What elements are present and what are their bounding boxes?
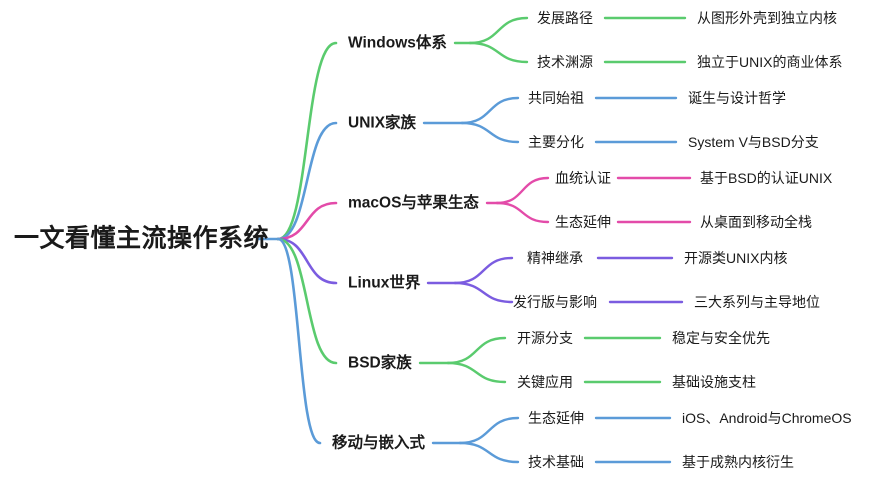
sub-link-1-0 [460, 96, 520, 125]
branch-topic[interactable]: BSD家族 [348, 354, 412, 372]
sub-link-2-1 [495, 201, 550, 224]
sub-link-0-1 [468, 41, 529, 64]
sub-topic[interactable]: 主要分化 [528, 134, 584, 150]
sub-topic[interactable]: 开源分支 [517, 330, 573, 346]
sub-link-3-1 [453, 281, 514, 304]
branch-topic[interactable]: 移动与嵌入式 [332, 434, 426, 452]
sub-topic[interactable]: 血统认证 [555, 170, 611, 186]
sub-topic[interactable]: 共同始祖 [528, 90, 584, 106]
sub-link-4-1 [446, 361, 507, 384]
sub-link-5-1 [458, 441, 520, 464]
root-topic[interactable]: 一文看懂主流操作系统 [14, 224, 270, 253]
leaf-topic[interactable]: 开源类UNIX内核 [684, 250, 788, 266]
branch-link-3 [276, 237, 338, 285]
sub-topic[interactable]: 技术渊源 [537, 54, 593, 70]
branch-topic[interactable]: Linux世界 [348, 274, 421, 292]
leaf-topic[interactable]: 从桌面到移动全栈 [700, 214, 812, 230]
branch-topic[interactable]: Windows体系 [348, 34, 447, 52]
leaf-topic[interactable]: 独立于UNIX的商业体系 [697, 54, 843, 70]
leaf-topic[interactable]: 基于BSD的认证UNIX [700, 170, 833, 186]
sub-topic[interactable]: 关键应用 [517, 374, 573, 390]
sub-topic[interactable]: 发行版与影响 [513, 294, 597, 310]
sub-topic[interactable]: 发展路径 [537, 10, 593, 26]
leaf-topic[interactable]: 基于成熟内核衍生 [682, 454, 794, 470]
branch-link-1 [276, 121, 338, 241]
sub-link-3-0 [453, 256, 514, 285]
branch-topic[interactable]: UNIX家族 [348, 114, 417, 132]
sub-link-1-1 [460, 121, 520, 144]
sub-link-5-0 [458, 416, 520, 445]
leaf-topic[interactable]: 诞生与设计哲学 [688, 90, 786, 106]
branch-link-0 [276, 41, 338, 241]
sub-link-4-0 [446, 336, 507, 365]
branch-topic[interactable]: macOS与苹果生态 [348, 194, 479, 212]
sub-topic[interactable]: 技术基础 [528, 454, 584, 470]
branch-link-2 [276, 201, 338, 241]
leaf-topic[interactable]: 稳定与安全优先 [672, 330, 770, 346]
branch-link-5 [276, 237, 322, 445]
branch-link-4 [276, 237, 338, 365]
sub-topic[interactable]: 生态延伸 [555, 214, 611, 230]
leaf-topic[interactable]: iOS、Android与ChromeOS [682, 410, 852, 426]
leaf-topic[interactable]: 基础设施支柱 [672, 374, 756, 390]
leaf-topic[interactable]: System V与BSD分支 [688, 134, 819, 150]
leaf-topic[interactable]: 从图形外壳到独立内核 [697, 10, 837, 26]
sub-topic[interactable]: 精神继承 [527, 250, 583, 266]
leaf-topic[interactable]: 三大系列与主导地位 [694, 294, 820, 310]
sub-link-2-0 [495, 176, 550, 205]
sub-topic[interactable]: 生态延伸 [528, 410, 584, 426]
sub-link-0-0 [468, 16, 529, 45]
